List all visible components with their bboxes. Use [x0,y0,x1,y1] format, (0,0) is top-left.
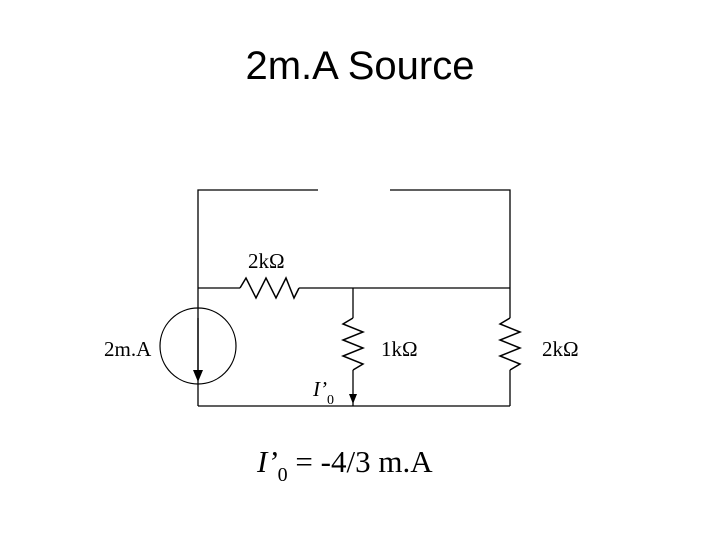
resistor-mid-label: 1kΩ [381,337,418,361]
result-symbol: I’ [256,444,278,479]
resistor-1k [340,317,366,371]
current-source-icon [159,307,237,385]
result-subscript: 0 [278,464,288,486]
resistor-top-label: 2kΩ [248,249,285,273]
current-label-subscript: 0 [327,393,334,408]
result-equation: I’0 = -4/3 m.A [256,444,433,486]
resistor-right-label: 2kΩ [542,337,579,361]
result-text: = -4/3 m.A [288,444,434,479]
resistor-2k-right [497,317,523,371]
source-label: 2m.A [104,337,152,361]
current-arrow-icon [349,394,357,404]
current-label: I’0 [312,377,334,408]
top-wire [197,189,511,406]
current-label-symbol: I’ [312,377,327,401]
slide-title: 2m.A Source [245,44,475,88]
resistor-2k-top [239,276,300,300]
